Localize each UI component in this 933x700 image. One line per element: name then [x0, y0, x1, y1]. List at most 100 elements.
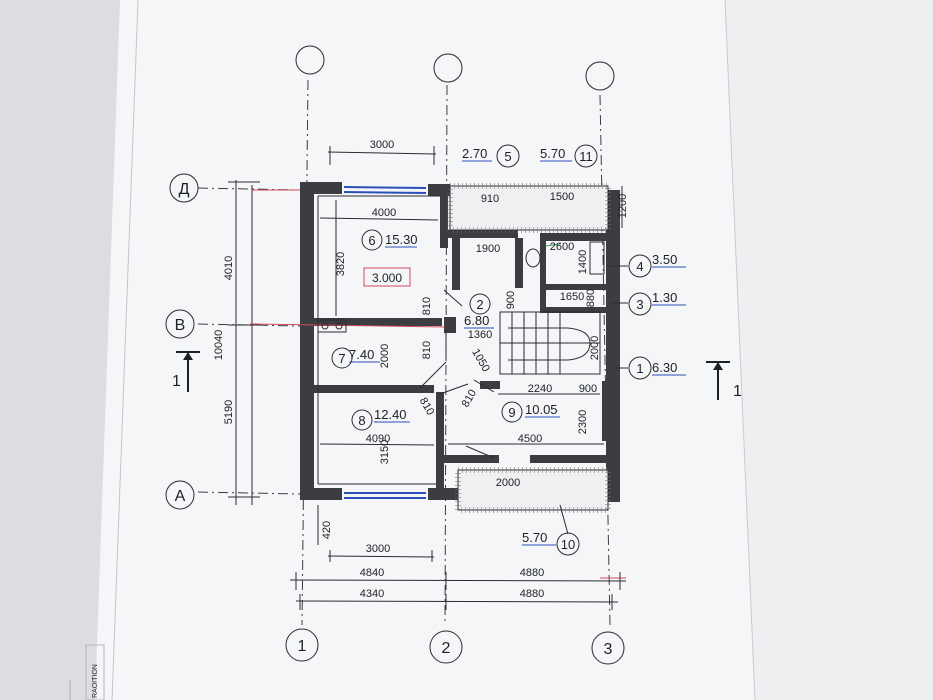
dim-bottom-4880-top: 4880: [520, 567, 544, 579]
axis-top-circle-1: [295, 45, 325, 75]
dim-2000-room7: 2000: [379, 344, 391, 368]
windows: [343, 186, 427, 499]
svg-text:5: 5: [504, 149, 511, 164]
dim-3150: 3150: [379, 440, 391, 464]
level-mark-box: [363, 267, 411, 287]
svg-text:2: 2: [476, 297, 483, 312]
axis-top-circle-2: [433, 53, 463, 83]
svg-text:6.30: 6.30: [652, 360, 677, 375]
svg-text:3: 3: [604, 641, 613, 658]
bottom-dimension-chain: 420 3000 4840 4880 4340 4880: [289, 505, 627, 610]
callout-3: 3 1.30: [610, 290, 686, 316]
svg-text:А: А: [175, 488, 186, 505]
room-7: 7 7.40: [331, 347, 380, 369]
toilet-icon: [525, 248, 541, 268]
svg-text:1: 1: [733, 383, 742, 400]
svg-text:6: 6: [368, 233, 375, 248]
room-2: 2 6.80: [464, 293, 494, 329]
left-dimension-chain: 4010 10040 5190: [213, 180, 260, 505]
svg-text:15.30: 15.30: [385, 232, 418, 247]
walls: [300, 182, 620, 502]
dim-left-lower: 5190: [223, 400, 235, 424]
axis-number-1: 1: [285, 628, 319, 662]
dim-2240: 2240: [528, 383, 552, 395]
svg-text:1: 1: [636, 361, 643, 376]
svg-text:10.05: 10.05: [525, 402, 558, 417]
dim-bottom-window: 3000: [366, 543, 390, 555]
axis-number-2: 2: [429, 630, 463, 664]
svg-text:7: 7: [338, 351, 345, 366]
dim-2000-stair: 2000: [589, 336, 601, 360]
svg-text:1.30: 1.30: [652, 290, 677, 305]
dim-room6-height: 3820: [335, 252, 347, 276]
svg-text:2.70: 2.70: [462, 146, 487, 161]
callout-10: 5.70 10: [522, 504, 580, 556]
svg-text:Д: Д: [179, 181, 190, 198]
dim-900-right: 900: [579, 383, 597, 395]
axis-letter-в: В: [165, 309, 195, 339]
svg-text:3.50: 3.50: [652, 252, 677, 267]
room-9: 9 10.05: [501, 401, 560, 423]
shower-icon: [589, 241, 605, 275]
dim-left-total: 10040: [213, 330, 225, 361]
svg-text:8: 8: [358, 413, 365, 428]
dim-bottom-420: 420: [321, 521, 333, 539]
dim-2000-bottom: 2000: [496, 477, 520, 489]
staircase: [499, 311, 601, 375]
dim-1400: 1400: [577, 250, 589, 274]
axis-top-circle-3: [585, 61, 615, 91]
svg-text:3: 3: [636, 297, 643, 312]
room-8: 8 12.40: [351, 407, 410, 431]
callout-11: 5.70 11: [540, 144, 598, 168]
callout-1: 1 6.30: [612, 356, 686, 380]
dim-1500: 1500: [550, 191, 574, 203]
stove-icon: [317, 319, 347, 333]
margin-text: RAOITION: [92, 664, 99, 698]
callout-5: 2.70 5: [462, 144, 520, 168]
dim-2600: 2600: [550, 241, 574, 253]
terrace-top: [447, 183, 611, 233]
dim-4500: 4500: [518, 433, 542, 445]
svg-text:11: 11: [579, 149, 593, 164]
svg-text:10: 10: [561, 537, 575, 552]
terrace-bottom: [455, 467, 611, 513]
section-mark-left: 1: [172, 351, 200, 392]
dim-2300: 2300: [577, 410, 589, 434]
room-6: 6 15.30: [361, 229, 418, 251]
dim-810-a: 810: [421, 297, 433, 315]
axis-letter-д: Д: [169, 173, 199, 203]
dim-left-upper: 4010: [223, 256, 235, 280]
dim-1650: 1650: [560, 291, 584, 303]
svg-text:1: 1: [298, 638, 307, 655]
right-sheet: [725, 0, 933, 700]
dim-room6-width: 4000: [372, 207, 396, 219]
main-sheet: [95, 0, 755, 700]
dim-4090: 4090: [366, 433, 390, 445]
dim-1200: 1200: [617, 194, 629, 218]
dim-1900: 1900: [476, 243, 500, 255]
svg-text:5.70: 5.70: [540, 146, 565, 161]
axis-letter-а: А: [165, 480, 195, 510]
dim-900-hall: 900: [505, 291, 517, 309]
dim-bottom-4880-bot: 4880: [520, 588, 544, 600]
dim-bottom-4840: 4840: [360, 567, 384, 579]
callout-4: 4 3.50: [610, 252, 686, 278]
svg-text:5.70: 5.70: [522, 530, 547, 545]
dim-880: 880: [585, 289, 597, 307]
dim-1360: 1360: [468, 329, 492, 341]
svg-text:4: 4: [636, 259, 643, 274]
doors: [419, 289, 495, 459]
axis-number-3: 3: [591, 631, 625, 665]
svg-text:6.80: 6.80: [464, 313, 489, 328]
svg-text:В: В: [175, 317, 186, 334]
top-window-dimension: 3000: [327, 139, 437, 165]
dim-bottom-4340: 4340: [360, 588, 384, 600]
svg-text:7.40: 7.40: [349, 347, 374, 362]
dim-910: 910: [481, 193, 499, 205]
dim-top-window: 3000: [370, 139, 394, 151]
section-mark-right: 1: [706, 361, 742, 400]
dim-810-b: 810: [421, 341, 433, 359]
level-mark: 3.000: [372, 271, 402, 285]
svg-text:1: 1: [172, 373, 181, 390]
svg-text:12.40: 12.40: [374, 407, 407, 422]
